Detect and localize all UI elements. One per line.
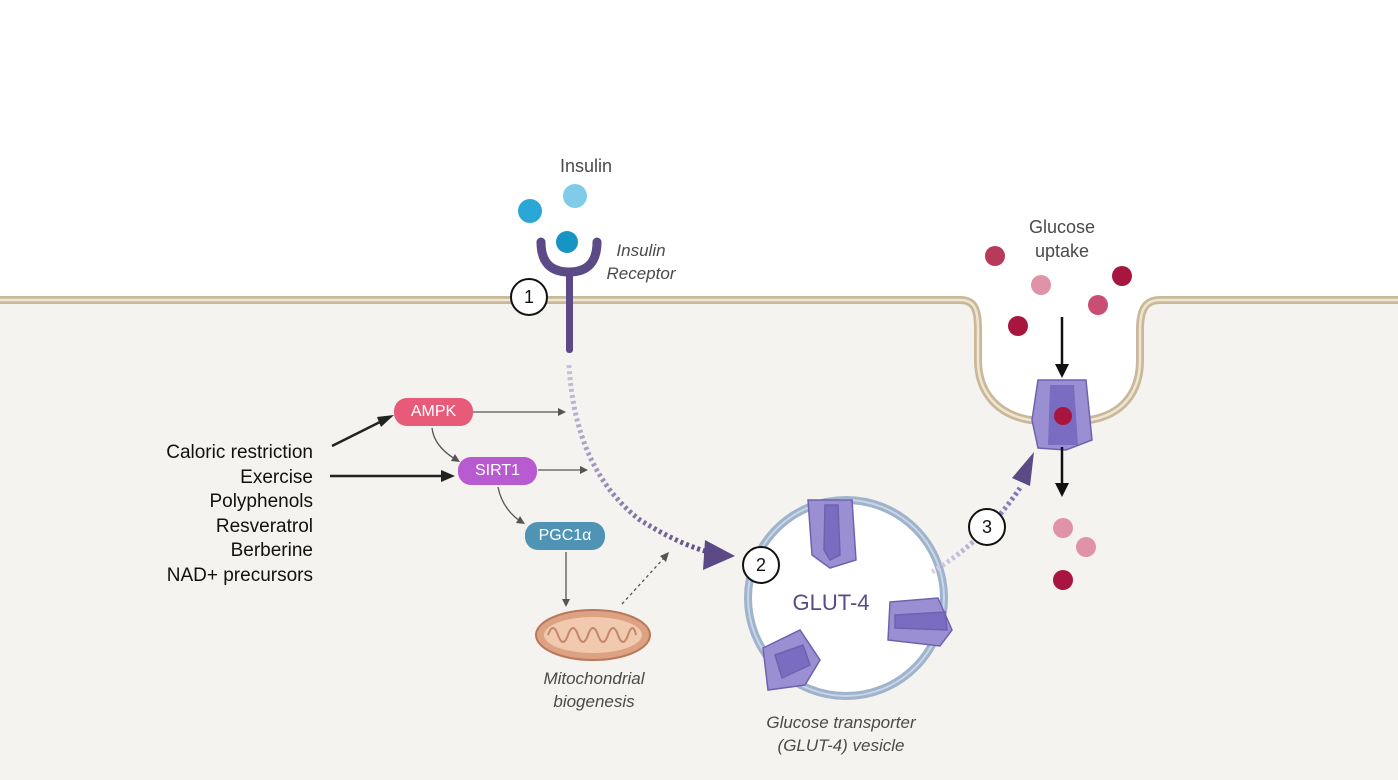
glut4-label: GLUT-4: [792, 590, 870, 615]
glucose-in-transporter: [1054, 407, 1072, 425]
mitochondrion-icon: [535, 609, 651, 661]
insulin-molecule: [563, 184, 587, 208]
factor-item: Caloric restriction: [166, 442, 313, 463]
glut4-vesicle-label-line1: Glucose transporter: [766, 713, 916, 732]
ampk-node: AMPK: [394, 398, 473, 426]
translocation-arrowhead: [1012, 452, 1034, 486]
sirt1-node: SIRT1: [458, 457, 537, 485]
glut4-vesicle-label-line2: (GLUT-4) vesicle: [777, 736, 905, 755]
insulin-signal-path: [566, 364, 713, 556]
insulin-receptor-label-line2: Receptor: [606, 264, 676, 283]
insulin-receptor-icon: [536, 231, 602, 353]
step-2-badge: 2: [742, 546, 780, 584]
glucose-uptake-label: Glucose uptake: [1017, 215, 1107, 263]
glut4-vesicle-label: Glucose transporter (GLUT-4) vesicle: [750, 711, 932, 757]
glucose-molecules-cytoplasm: [1053, 518, 1096, 590]
pgc1a-node: PGC1α: [525, 522, 605, 550]
pathway-arrows: [431, 408, 669, 607]
factor-list: Caloric restriction Exercise Polyphenols…: [120, 441, 313, 589]
glut4-transporter-icon: [762, 629, 821, 691]
mito-label-line2: biogenesis: [553, 692, 635, 711]
factor-item: Exercise: [240, 466, 313, 488]
factor-item: NAD+ precursors: [166, 564, 313, 586]
step-1-badge: 1: [510, 278, 548, 316]
insulin-receptor-label: Insulin Receptor: [598, 239, 684, 285]
step-3-badge: 3: [968, 508, 1006, 546]
glucose-uptake-label-line2: uptake: [1034, 241, 1090, 261]
factor-item: Resveratrol: [215, 515, 313, 537]
mitochondrial-biogenesis-label: Mitochondrial biogenesis: [528, 667, 660, 713]
glucose-molecules: [985, 246, 1132, 336]
glut4-transporter-icon: [807, 499, 857, 569]
factor-item: Polyphenols: [209, 491, 313, 513]
mito-label-line1: Mitochondrial: [543, 669, 645, 688]
insulin-label: Insulin: [560, 156, 613, 176]
factor-arrows: [330, 415, 455, 482]
insulin-molecule: [518, 199, 542, 223]
glucose-uptake-label-line1: Glucose: [1028, 217, 1096, 237]
uptake-arrows: [1055, 317, 1069, 497]
signal-arrowhead: [703, 540, 735, 570]
insulin-receptor-label-line1: Insulin: [616, 241, 666, 260]
factor-item: Berberine: [230, 540, 313, 562]
glut4-transporter-icon: [887, 597, 953, 647]
